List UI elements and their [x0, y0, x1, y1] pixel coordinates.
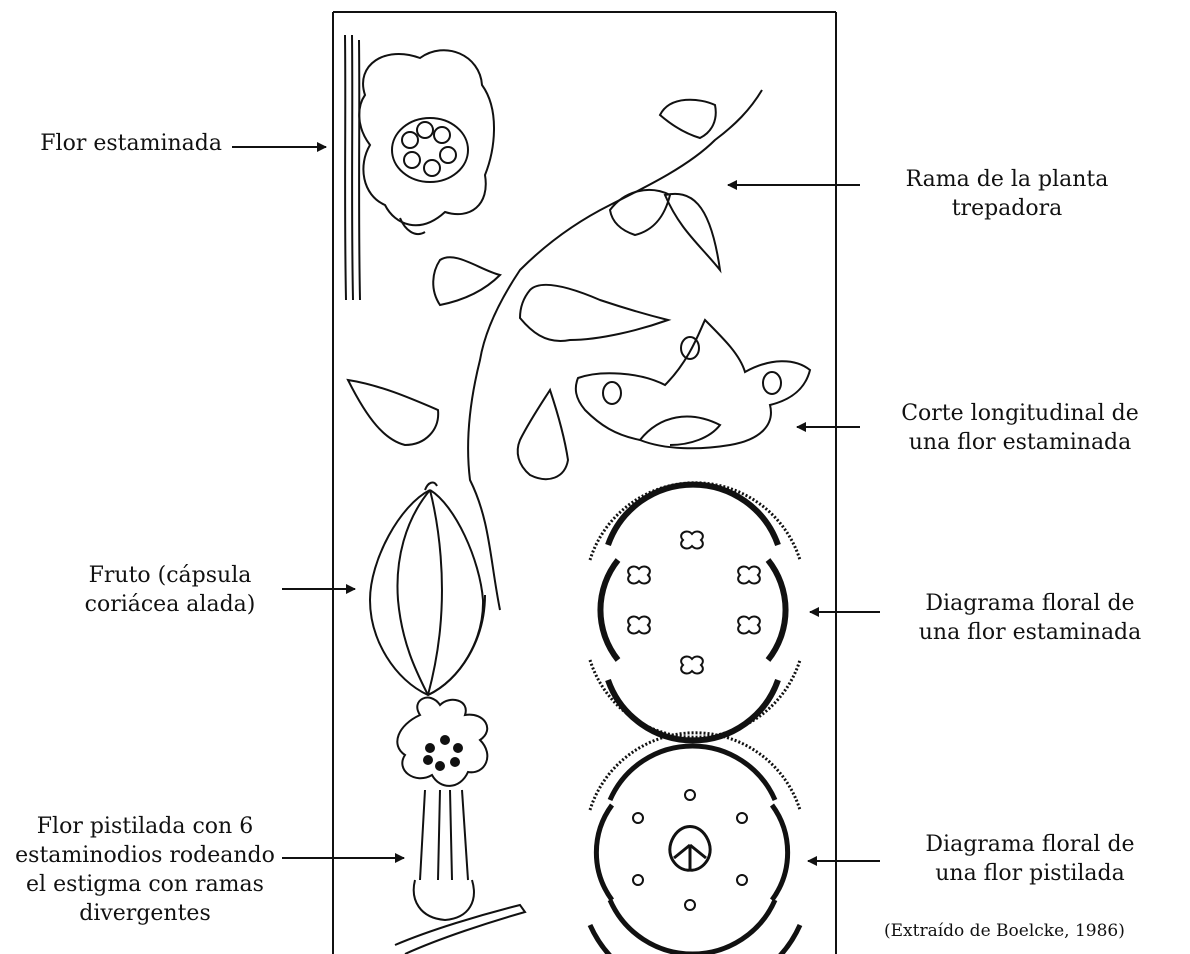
label-rama: Rama de la planta trepadora: [872, 165, 1142, 223]
label-arrows: [232, 147, 880, 861]
label-flor-estaminada: Flor estaminada: [0, 129, 222, 158]
pistillate-floral-diagram: [590, 733, 800, 954]
longitudinal-section-drawing: [576, 320, 810, 448]
staminate-flower-drawing: [359, 50, 494, 234]
label-corte: Corte longitudinal de una flor estaminad…: [870, 399, 1170, 457]
fruit-drawing: [370, 483, 485, 695]
source-credit: (Extraído de Boelcke, 1986): [884, 920, 1184, 942]
label-diagrama-pistilada: Diagrama floral de una flor pistilada: [890, 830, 1170, 888]
label-fruto: Fruto (cápsula coriácea alada): [50, 561, 290, 619]
staminate-floral-diagram: [590, 483, 800, 741]
pistillate-flower-drawing: [395, 698, 525, 954]
label-diagrama-estaminada: Diagrama floral de una flor estaminada: [890, 589, 1170, 647]
support-stem: [345, 35, 360, 300]
label-flor-pistilada: Flor pistilada con 6 estaminodios rodean…: [0, 812, 290, 928]
